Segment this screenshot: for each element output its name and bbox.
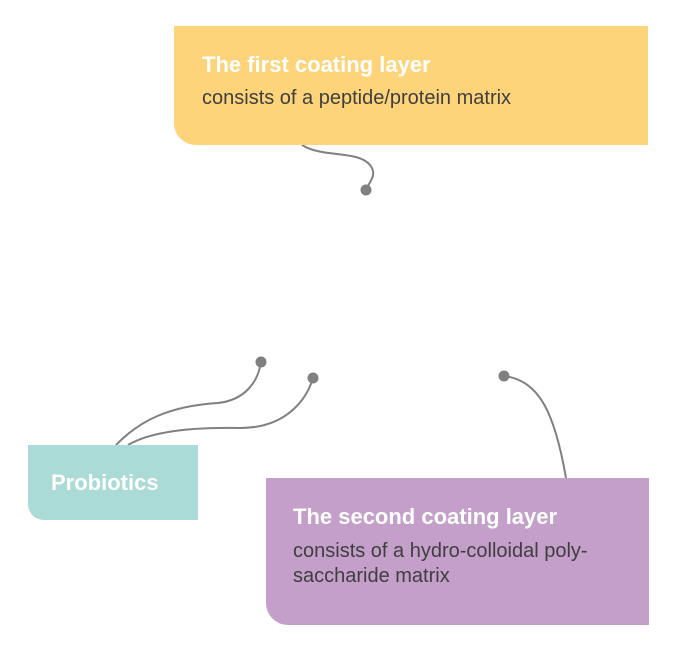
second-coating-layer-description: consists of a hydro-colloidal poly-sacch…: [293, 540, 588, 587]
first-coating-layer-callout: The first coating layer consists of a pe…: [174, 26, 648, 145]
second-layer-connector-dot: [498, 370, 510, 382]
second-layer-connector-line: [503, 375, 567, 479]
probiotics-callout: Probiotics: [28, 445, 198, 520]
first-layer-connector-line: [301, 144, 375, 191]
probiotics-connector-dot-upper: [255, 356, 267, 368]
first-coating-layer-title: The first coating layer: [202, 52, 431, 77]
probiotics-connector-line-lower: [127, 377, 314, 446]
first-layer-connector-dot: [360, 184, 372, 196]
probiotics-connector-dot-lower: [307, 372, 319, 384]
second-coating-layer-title: The second coating layer: [293, 504, 558, 529]
probiotics-title: Probiotics: [51, 470, 159, 495]
second-coating-layer-callout: The second coating layer consists of a h…: [266, 478, 649, 625]
first-coating-layer-description: consists of a peptide/protein matrix: [202, 87, 512, 109]
probiotics-connector-line-upper: [115, 361, 262, 446]
